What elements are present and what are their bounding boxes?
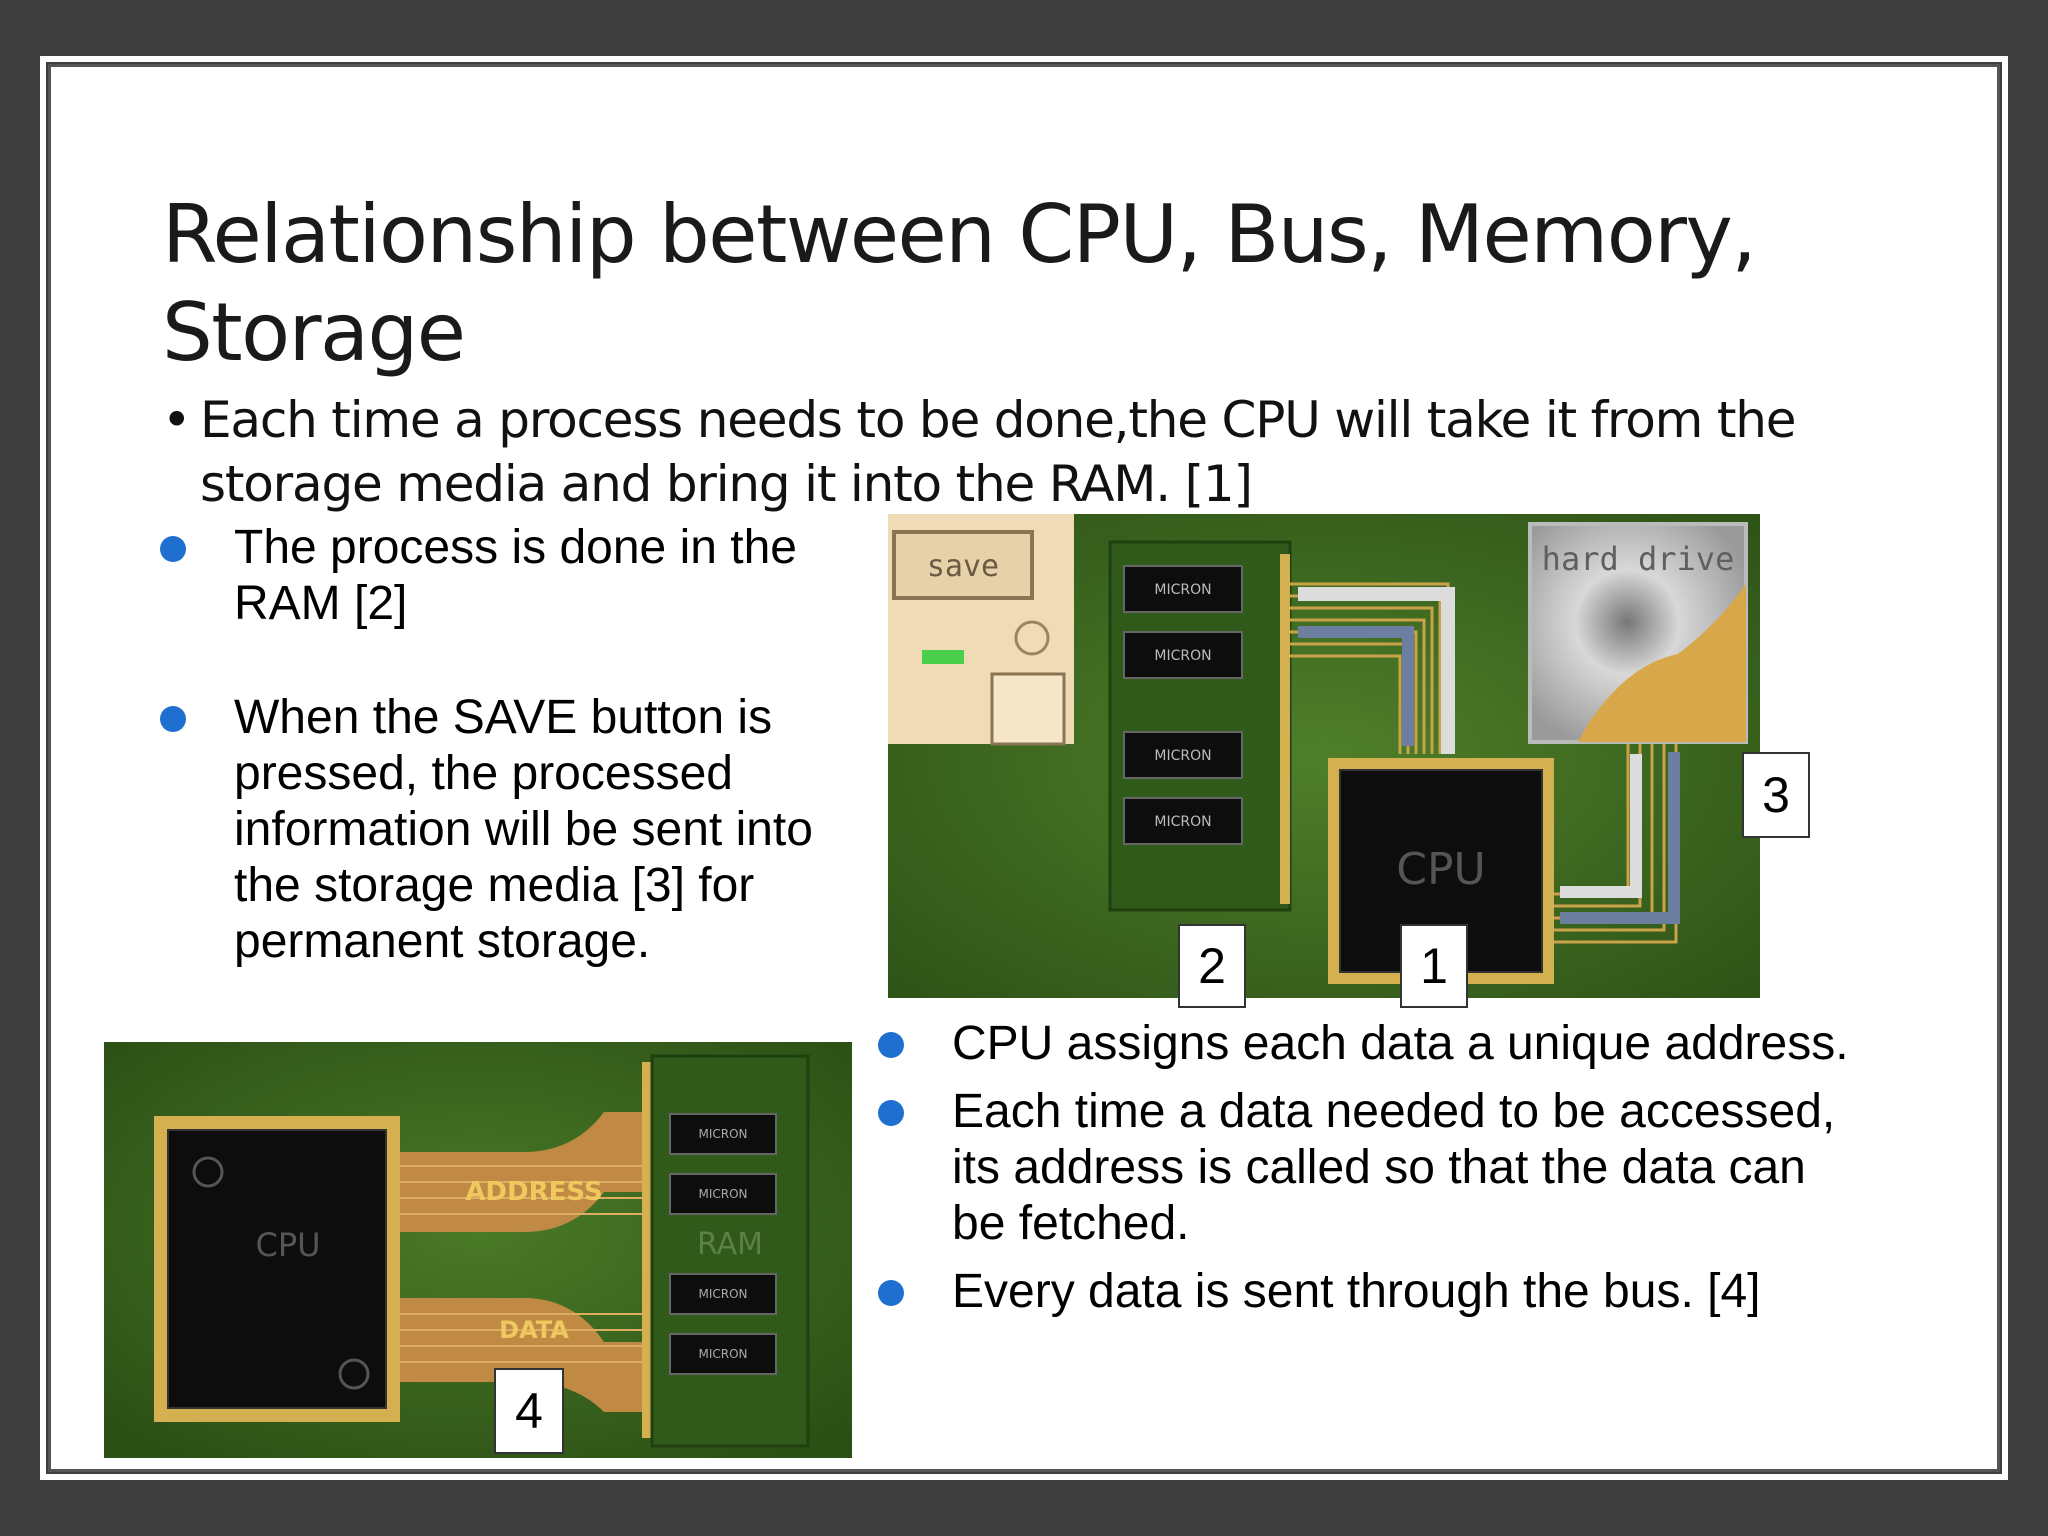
right-bullet-2-line-2: its address is called so that the data c… xyxy=(952,1141,1806,1194)
bus-ram-chip-label: MICRON xyxy=(698,1127,747,1141)
data-bus-label: DATA xyxy=(499,1316,569,1344)
right-bullet-item: Each time a data needed to be accessed, … xyxy=(878,1084,2028,1252)
right-bullet-2-line-1: Each time a data needed to be accessed, xyxy=(952,1085,1836,1138)
slide-title-line-1: Relationship between CPU, Bus, Memory, xyxy=(162,188,1757,281)
left-bullet-1-line-2: RAM [2] xyxy=(234,577,408,630)
bus-cpu-label: CPU xyxy=(255,1226,320,1264)
cpu-ram-storage-figure: save MICRON MICRON MICRON MICRON xyxy=(888,514,1760,998)
bullet-dot-icon xyxy=(878,1100,904,1126)
bullet-dot-icon xyxy=(878,1280,904,1306)
right-bullet-1-line-1: CPU assigns each data a unique address. xyxy=(952,1017,1849,1070)
ram-chip-label: MICRON xyxy=(1154,814,1211,830)
right-bullet-3-line-1: Every data is sent through the bus. [4] xyxy=(952,1265,1761,1318)
main-bullet-line-2: storage media and bring it into the RAM.… xyxy=(200,455,1253,513)
left-bullet-item: When the SAVE button is pressed, the pro… xyxy=(160,690,880,970)
callout-2: 2 xyxy=(1178,924,1246,1008)
hard-drive-label: hard drive xyxy=(1542,540,1735,578)
slide-outer-frame xyxy=(40,56,2008,1480)
ram-chip-label: MICRON xyxy=(1154,648,1211,664)
left-bullet-2-line-2: pressed, the processed xyxy=(234,747,733,800)
bus-ram-label: RAM xyxy=(697,1227,763,1262)
save-label: save xyxy=(927,549,999,584)
slide-title: Relationship between CPU, Bus, Memory, S… xyxy=(162,186,1862,382)
left-bullet-2-line-3: information will be sent into xyxy=(234,803,813,856)
left-bullet-list: The process is done in the RAM [2] When … xyxy=(160,520,880,970)
bullet-dot-icon xyxy=(160,536,186,562)
left-bullet-2-line-1: When the SAVE button is xyxy=(234,691,773,744)
left-bullet-2-line-4: the storage media [3] for xyxy=(234,859,755,912)
slide-title-line-2: Storage xyxy=(162,286,466,379)
right-bullet-2-line-3: be fetched. xyxy=(952,1197,1190,1250)
callout-4: 4 xyxy=(494,1368,564,1454)
left-bullet-1-line-1: The process is done in the xyxy=(234,521,797,574)
left-bullet-item: The process is done in the RAM [2] xyxy=(160,520,880,632)
callout-3: 3 xyxy=(1742,752,1810,838)
bus-ram-chip-label: MICRON xyxy=(698,1187,747,1201)
right-bullet-item: CPU assigns each data a unique address. xyxy=(878,1016,2028,1072)
callout-1: 1 xyxy=(1400,924,1468,1008)
main-bullet-line-1: Each time a process needs to be done,the… xyxy=(200,391,1797,449)
cpu-label: CPU xyxy=(1396,844,1485,895)
main-bullet-marker: • xyxy=(162,391,192,449)
bus-ram-chip-label: MICRON xyxy=(698,1347,747,1361)
ram-chip-label: MICRON xyxy=(1154,582,1211,598)
right-bullet-item: Every data is sent through the bus. [4] xyxy=(878,1264,2028,1320)
address-bus-label: ADDRESS xyxy=(465,1177,602,1207)
cpu-bus-ram-figure: CPU ADDRESS DATA MICRON MI xyxy=(104,1042,852,1458)
right-bullet-list: CPU assigns each data a unique address. … xyxy=(878,1016,2028,1332)
bullet-dot-icon xyxy=(160,706,186,732)
bus-ram-chip-label: MICRON xyxy=(698,1287,747,1301)
main-bullet: • Each time a process needs to be done,t… xyxy=(162,388,1842,516)
left-bullet-2-line-5: permanent storage. xyxy=(234,915,651,968)
ram-chip-label: MICRON xyxy=(1154,748,1211,764)
bullet-dot-icon xyxy=(878,1032,904,1058)
